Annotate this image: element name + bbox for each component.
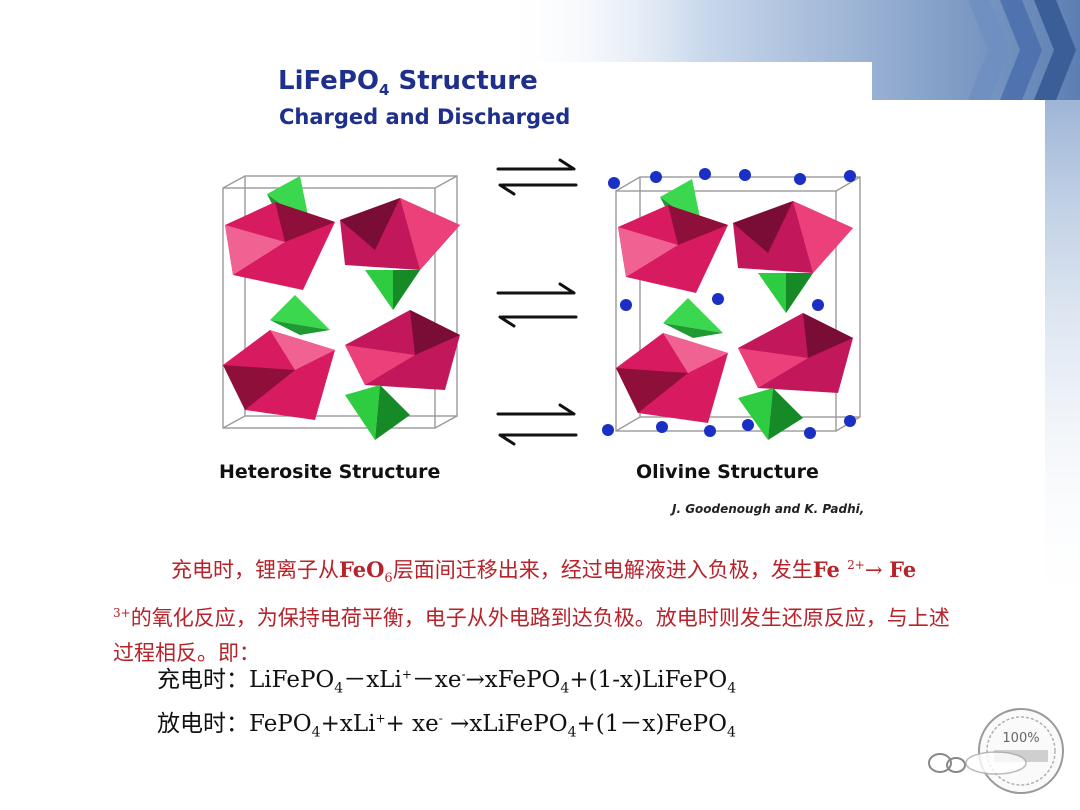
equilibrium-arrows <box>496 158 578 446</box>
watermark-logo <box>928 751 1027 775</box>
slide-title: LiFePO4 Structure <box>278 66 538 100</box>
discharge-equation: 放电时：FePO4+xLi++ xe- →xLiFePO4+(1－x)FePO4 <box>157 711 736 741</box>
olivine-structure-diagram <box>602 168 861 440</box>
heterosite-caption: Heterosite Structure <box>219 461 441 483</box>
olivine-caption: Olivine Structure <box>636 461 819 483</box>
svg-text:100%: 100% <box>1002 731 1039 746</box>
heterosite-structure-diagram <box>222 175 460 440</box>
slide-subtitle: Charged and Discharged <box>279 105 571 129</box>
explanation-paragraph: 充电时，锂离子从FeO6层面间迁移出来，经过电解液进入负极，发生Fe 2+→ F… <box>113 557 950 666</box>
figure-credit: J. Goodenough and K. Padhi, <box>672 502 865 516</box>
charge-equation: 充电时：LiFePO4－xLi+－xe-→xFePO4+(1-x)LiFePO4 <box>157 667 737 697</box>
